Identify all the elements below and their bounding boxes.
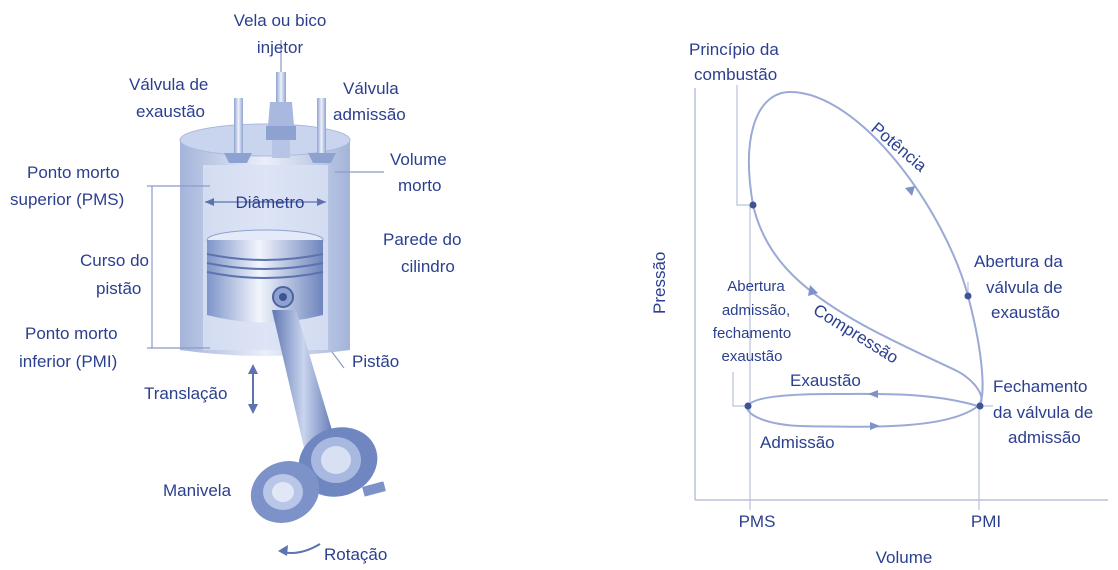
- x-tick-pms: PMS: [739, 512, 776, 531]
- label-potencia: Potência: [867, 119, 930, 176]
- piston-ring-1: [206, 253, 324, 261]
- arrow-potencia: [905, 186, 915, 196]
- piston-pin-center: [279, 293, 287, 301]
- translation-arrow-down: [248, 404, 258, 414]
- label-valv-exaust-1: Válvula de: [129, 75, 208, 94]
- label-fechamento-2: da válvula de: [993, 403, 1093, 422]
- spark-plug-tip: [276, 72, 286, 102]
- pv-labels: Princípio da combustão Potência Abertura…: [650, 40, 1093, 567]
- connecting-rod: [272, 310, 335, 452]
- label-curso-1: Curso do: [80, 251, 149, 270]
- pistao-leader: [331, 351, 345, 369]
- crankshaft: [250, 427, 386, 523]
- point-abertura-adm: [744, 402, 752, 410]
- label-volume-morto-2: morto: [398, 176, 441, 195]
- spark-plug-nut: [266, 126, 296, 140]
- exhaust-valve-head: [224, 153, 252, 163]
- principio-leader: [736, 85, 752, 206]
- label-pistao: Pistão: [352, 352, 399, 371]
- exhaust-valve-stem: [234, 98, 243, 153]
- pv-diagram: [694, 85, 1108, 510]
- arrow-exaustao: [868, 390, 878, 398]
- label-translacao: Translação: [144, 384, 227, 403]
- label-valv-adm-2: admissão: [333, 105, 406, 124]
- intake-valve-head: [308, 153, 336, 163]
- rotation-arrowhead: [278, 545, 288, 556]
- pv-cycle-curve: [746, 90, 984, 428]
- diameter-arrow-left: [205, 198, 214, 206]
- translation-arrow-up: [248, 364, 258, 374]
- label-abertura-adm-2: admissão,: [722, 302, 790, 319]
- x-tick-pmi: PMI: [971, 512, 1001, 531]
- arrow-admissao: [870, 422, 880, 430]
- label-curso-2: pistão: [96, 279, 141, 298]
- label-vela-1: Vela ou bico: [234, 11, 327, 30]
- label-rotacao: Rotação: [324, 545, 387, 564]
- piston-body: [207, 240, 323, 323]
- label-vela-2: injetor: [257, 38, 304, 57]
- y-axis-label: Pressão: [650, 252, 669, 314]
- label-volume-morto-1: Volume: [390, 150, 447, 169]
- label-abertura-adm-1: Abertura: [727, 278, 785, 295]
- label-valv-adm-1: Válvula: [343, 79, 399, 98]
- label-parede-2: cilindro: [401, 257, 455, 276]
- label-fechamento-1: Fechamento: [993, 377, 1088, 396]
- label-abertura-adm-3: fechamento: [713, 325, 791, 342]
- label-abertura-adm-4: exaustão: [722, 348, 783, 365]
- piston-ring-3: [206, 271, 324, 279]
- label-exaustao: Exaustão: [790, 371, 861, 390]
- arrow-compressao: [808, 285, 818, 296]
- engine-cylinder-illustration: [147, 40, 386, 556]
- label-fechamento-3: admissão: [1008, 428, 1081, 447]
- label-parede-1: Parede do: [383, 230, 461, 249]
- spark-plug-body: [268, 102, 294, 126]
- engine-labels: Vela ou bico injetor Válvula de exaustão…: [10, 11, 461, 564]
- spark-plug-base: [272, 140, 290, 158]
- label-pmi-2: inferior (PMI): [19, 352, 117, 371]
- x-axis-label: Volume: [876, 548, 933, 567]
- point-abertura-exaust: [964, 292, 972, 300]
- label-admissao: Admissão: [760, 433, 835, 452]
- label-principio-1: Princípio da: [689, 40, 779, 59]
- cylinder-top: [179, 123, 351, 157]
- label-compressao: Compressão: [810, 300, 902, 367]
- label-pms-2: superior (PMS): [10, 190, 124, 209]
- label-abertura-exaust-1: Abertura da: [974, 252, 1063, 271]
- label-abertura-exaust-3: exaustão: [991, 303, 1060, 322]
- intake-valve-stem: [317, 98, 326, 153]
- label-principio-2: combustão: [694, 65, 777, 84]
- piston-ring-2: [206, 262, 324, 270]
- diameter-arrow-right: [317, 198, 326, 206]
- label-abertura-exaust-2: válvula de: [986, 278, 1063, 297]
- label-valv-exaust-2: exaustão: [136, 102, 205, 121]
- abertura-adm-leader: [732, 372, 748, 407]
- label-pms-1: Ponto morto: [27, 163, 120, 182]
- point-fechamento: [976, 402, 984, 410]
- label-diametro: Diâmetro: [236, 193, 305, 212]
- point-principio: [749, 201, 757, 209]
- label-manivela: Manivela: [163, 481, 232, 500]
- label-pmi-1: Ponto morto: [25, 324, 118, 343]
